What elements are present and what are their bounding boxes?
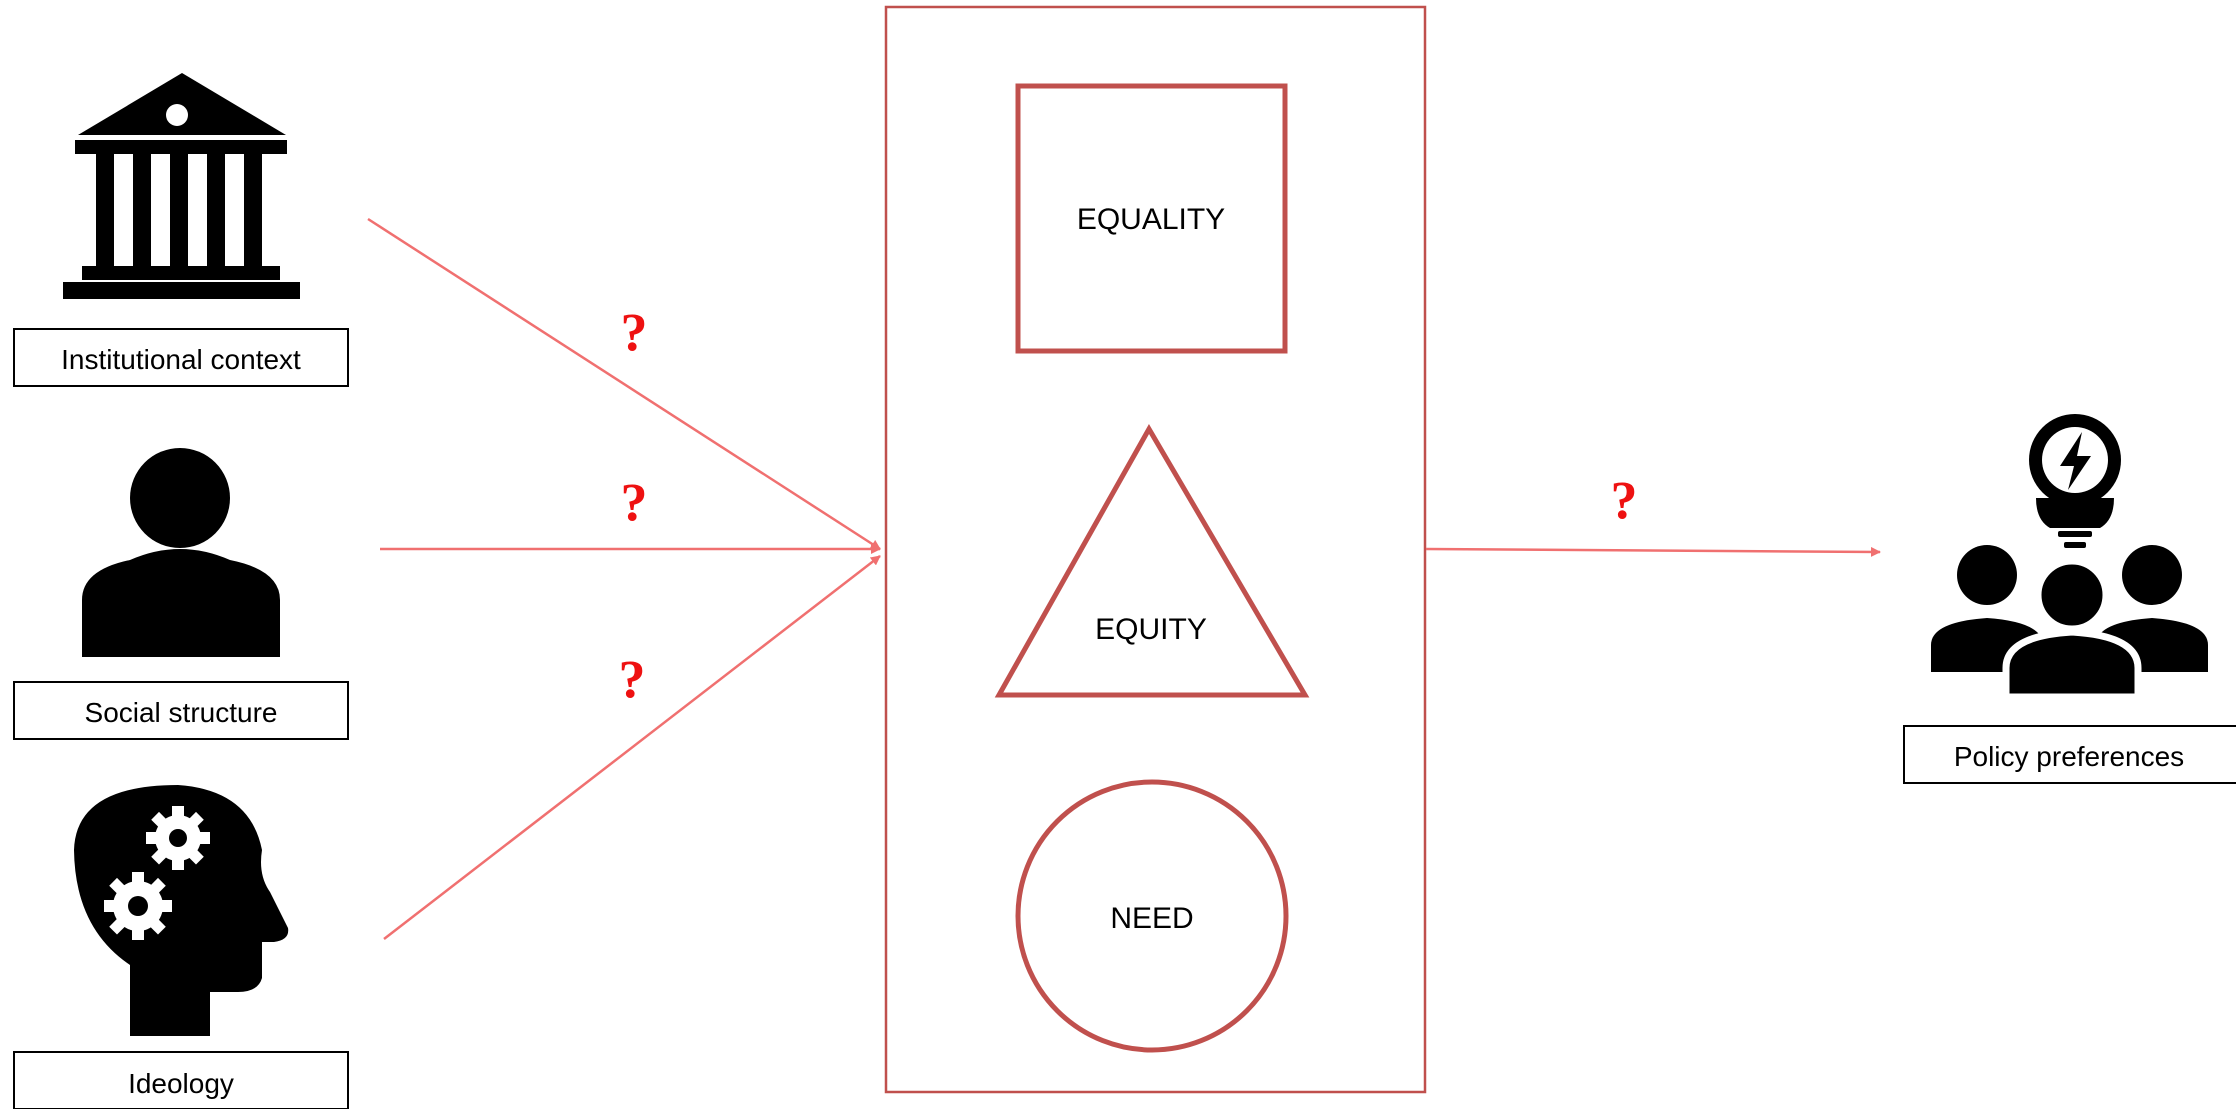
source-box-social	[13, 681, 349, 740]
question-mark-social: ?	[621, 472, 648, 532]
need-circle	[1015, 779, 1289, 1053]
source-label-institutional: Institutional context	[61, 344, 301, 375]
arrow-principles-to-outcome	[1425, 546, 1881, 557]
source-label-ideology: Ideology	[128, 1068, 234, 1099]
equality-label: EQUALITY	[1077, 203, 1225, 236]
question-mark-institutional: ?	[621, 302, 648, 362]
outcome-box	[1903, 725, 2236, 784]
source-box-institutional	[13, 328, 349, 387]
equity-triangle	[994, 423, 1310, 698]
arrow-institutional-to-principles	[367, 217, 881, 551]
question-mark-ideology: ?	[619, 649, 646, 709]
need-label: NEED	[1110, 902, 1193, 935]
outcome-label: Policy preferences	[1954, 741, 2184, 772]
arrow-ideology-to-principles	[383, 555, 881, 940]
institution-building-icon	[63, 73, 300, 299]
source-box-ideology	[13, 1051, 349, 1109]
equality-square	[1015, 83, 1288, 354]
head-gears-icon	[74, 785, 289, 1036]
group-idea-icon	[1931, 414, 2208, 701]
question-mark-outcome: ?	[1611, 470, 1638, 530]
equity-label: EQUITY	[1095, 613, 1207, 646]
source-label-social: Social structure	[85, 697, 278, 728]
principles-frame	[884, 5, 1427, 1094]
person-icon	[82, 448, 280, 657]
